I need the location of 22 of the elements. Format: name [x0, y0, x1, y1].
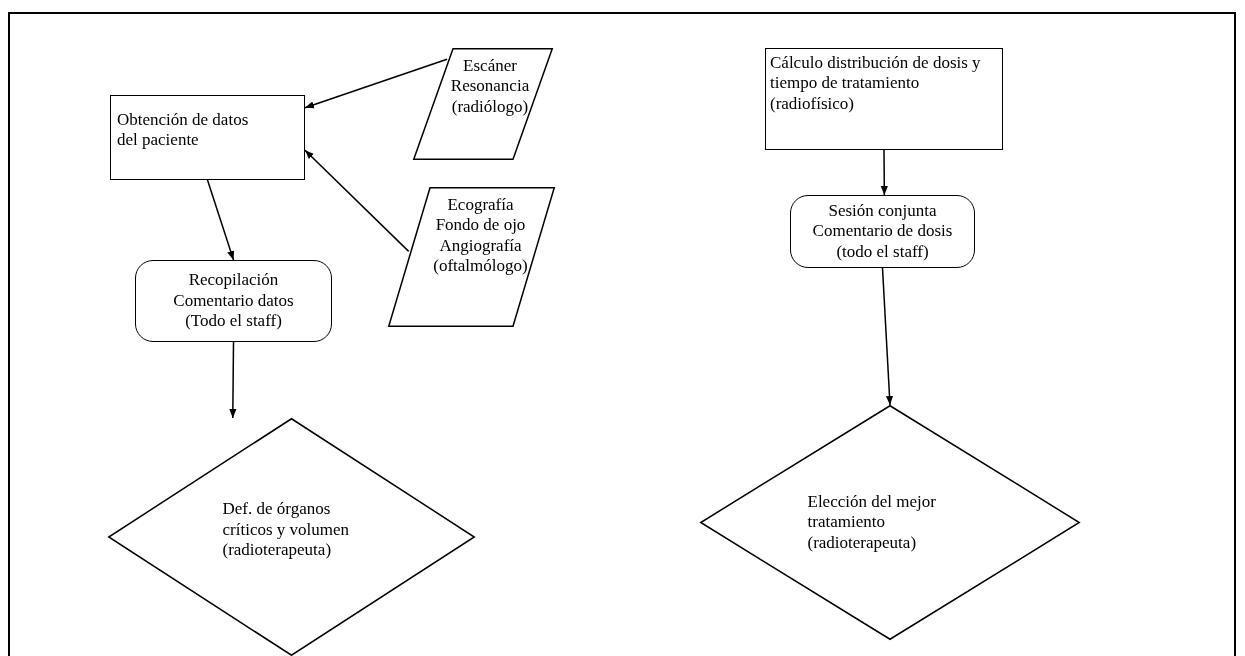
node-text: Def. de órganos críticos y volumen (radioterapeuta)	[222, 499, 351, 561]
process-box	[110, 95, 305, 180]
node-text: Obtención de datos del paciente	[117, 110, 250, 151]
input-parallelogram	[388, 187, 555, 327]
node-text: Sesión conjunta Comentario de dosis (todo el staff)	[811, 200, 954, 263]
node-text: Recopilación Comentario datos (Todo el staff)	[172, 270, 295, 332]
node-text: Escáner Resonancia (radiólogo)	[449, 56, 531, 118]
arrow	[880, 149, 888, 196]
arrow	[206, 179, 235, 261]
arrow	[229, 341, 237, 419]
node-text: Elección del mejor tratamiento (radioterapeuta)	[807, 491, 937, 554]
decision-diamond	[108, 418, 475, 656]
decision-diamond	[700, 405, 1080, 640]
process-box	[765, 48, 1003, 150]
process-rounded-box	[135, 260, 332, 342]
process-rounded-box	[790, 195, 975, 268]
arrow	[881, 267, 894, 406]
arrow	[304, 149, 410, 253]
node-text: Cálculo distribución de dosis y tiempo de tratamiento (radiofísico)	[770, 53, 982, 115]
arrow	[304, 58, 448, 109]
input-parallelogram	[413, 48, 553, 160]
node-text: Ecografía Fondo de ojo Angiografía (oftalmólogo)	[432, 195, 529, 277]
